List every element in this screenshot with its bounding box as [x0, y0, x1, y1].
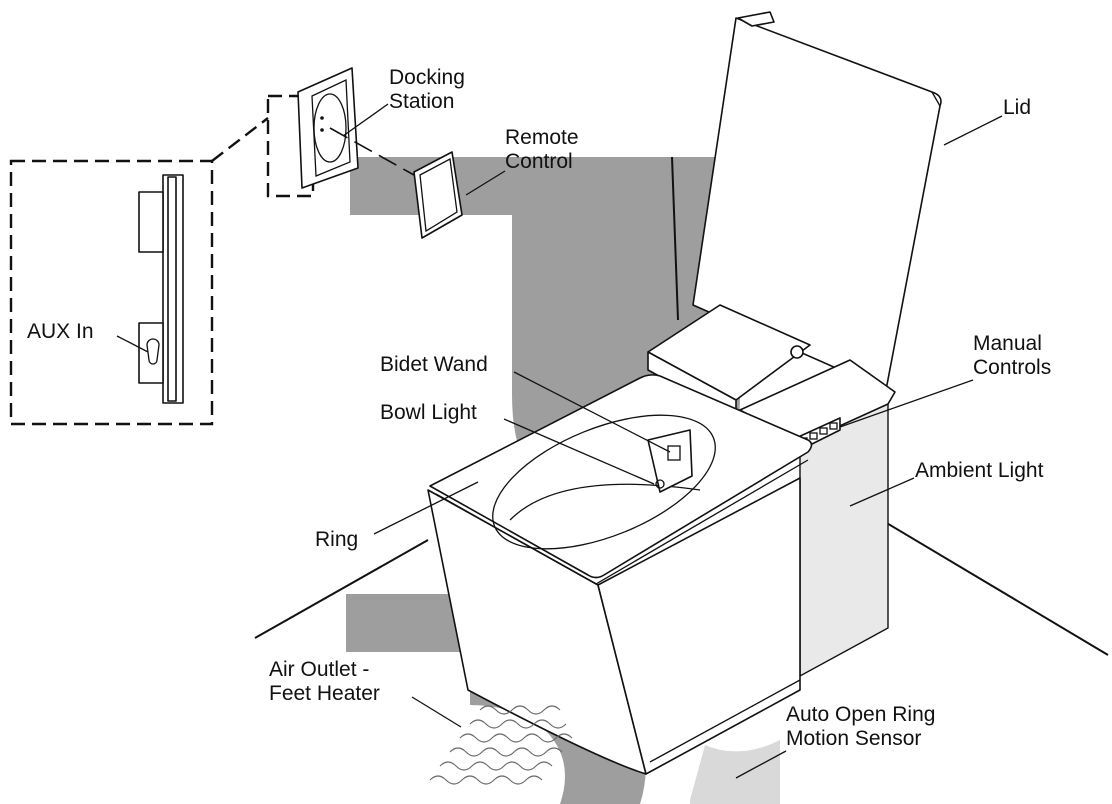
leader-bowl-light	[503, 418, 655, 485]
watermark-light-shape	[690, 740, 780, 804]
lid-front-edge	[931, 91, 941, 107]
station-side-top-clip	[138, 191, 164, 253]
aux-port-keyhole	[146, 338, 160, 365]
label-air-outlet: Air Outlet - Feet Heater	[269, 658, 380, 705]
docking-station-face	[311, 78, 351, 177]
bowl-light-indicator	[655, 479, 665, 489]
remote-control	[413, 151, 463, 239]
floor-line-left	[254, 539, 429, 639]
lid-hinge-rod	[671, 156, 679, 321]
leader-ring	[373, 481, 479, 535]
aux-detail-inset	[9, 94, 315, 426]
toilet-lid	[671, 11, 942, 391]
leader-motion-sensor	[735, 750, 787, 779]
label-motion-sensor: Auto Open Ring Motion Sensor	[786, 703, 941, 750]
label-remote-control-line2: Control	[505, 150, 573, 173]
manual-control-button-4	[829, 422, 838, 430]
label-remote-control: Remote Control	[505, 126, 584, 173]
label-docking-station: Docking Station	[389, 66, 471, 113]
ring-edge	[435, 459, 809, 585]
base-skirt	[649, 679, 801, 763]
label-docking-station-line2: Station	[389, 90, 454, 113]
bidet-wand-nozzle	[667, 445, 681, 461]
docking-station-cradle	[313, 93, 347, 163]
inset-connector-line	[211, 117, 269, 162]
toilet-front-face	[597, 477, 801, 775]
label-manual-controls: Manual Controls	[973, 332, 1051, 379]
bidet-wand-arm	[647, 429, 693, 493]
leader-manual-controls	[839, 379, 974, 428]
label-air-outlet-line1: Air Outlet -	[269, 658, 369, 681]
toilet-housing	[647, 304, 896, 678]
leader-aux-in	[116, 335, 149, 353]
label-manual-controls-line1: Manual	[973, 332, 1042, 355]
air-wave-3	[449, 747, 563, 757]
label-bowl-light: Bowl Light	[380, 401, 477, 424]
air-outlet-waves	[429, 705, 573, 785]
station-side-bottom-clip	[138, 322, 164, 384]
label-bidet-wand: Bidet Wand	[380, 353, 488, 376]
toilet-seat-top	[429, 374, 813, 579]
leader-docking-station	[342, 103, 389, 137]
toilet-left-face	[427, 489, 647, 775]
floor-line-right	[884, 521, 1109, 656]
air-wave-1	[429, 775, 543, 785]
station-side-plate	[167, 176, 177, 402]
leader-lines	[116, 103, 1003, 779]
docking-contact-2	[320, 128, 324, 132]
leader-remote-control	[465, 170, 506, 196]
air-wave-4	[459, 733, 573, 743]
label-lid: Lid	[1003, 96, 1031, 119]
docking-station-body	[297, 67, 359, 189]
leader-lid	[943, 115, 1003, 146]
label-motion-sensor-line1: Auto Open Ring	[786, 703, 935, 726]
bowl-opening	[492, 414, 716, 550]
leader-bidet-wand	[513, 371, 671, 453]
label-docking-station-line1: Docking	[389, 66, 465, 89]
label-aux-in: AUX In	[27, 320, 94, 343]
docking-contact-1	[320, 116, 324, 120]
label-ring: Ring	[315, 528, 358, 551]
remote-control-screen	[419, 157, 458, 233]
toilet-body	[427, 374, 813, 775]
label-air-outlet-line2: Feet Heater	[269, 682, 380, 705]
label-manual-controls-line2: Controls	[973, 356, 1051, 379]
air-wave-6	[479, 705, 561, 715]
lid-hinge-pivot	[790, 345, 804, 359]
air-wave-2	[439, 761, 553, 771]
leader-air-outlet	[411, 696, 462, 728]
label-motion-sensor-line2: Motion Sensor	[786, 727, 921, 750]
label-remote-control-line1: Remote	[505, 126, 579, 149]
docking-station	[297, 67, 359, 189]
lid-top-notch	[737, 11, 775, 27]
label-ambient-light: Ambient Light	[915, 459, 1044, 482]
manual-control-button-3	[819, 427, 828, 435]
leader-ambient-light	[849, 477, 915, 507]
air-wave-5	[469, 719, 567, 729]
manual-control-button-2	[809, 432, 818, 440]
